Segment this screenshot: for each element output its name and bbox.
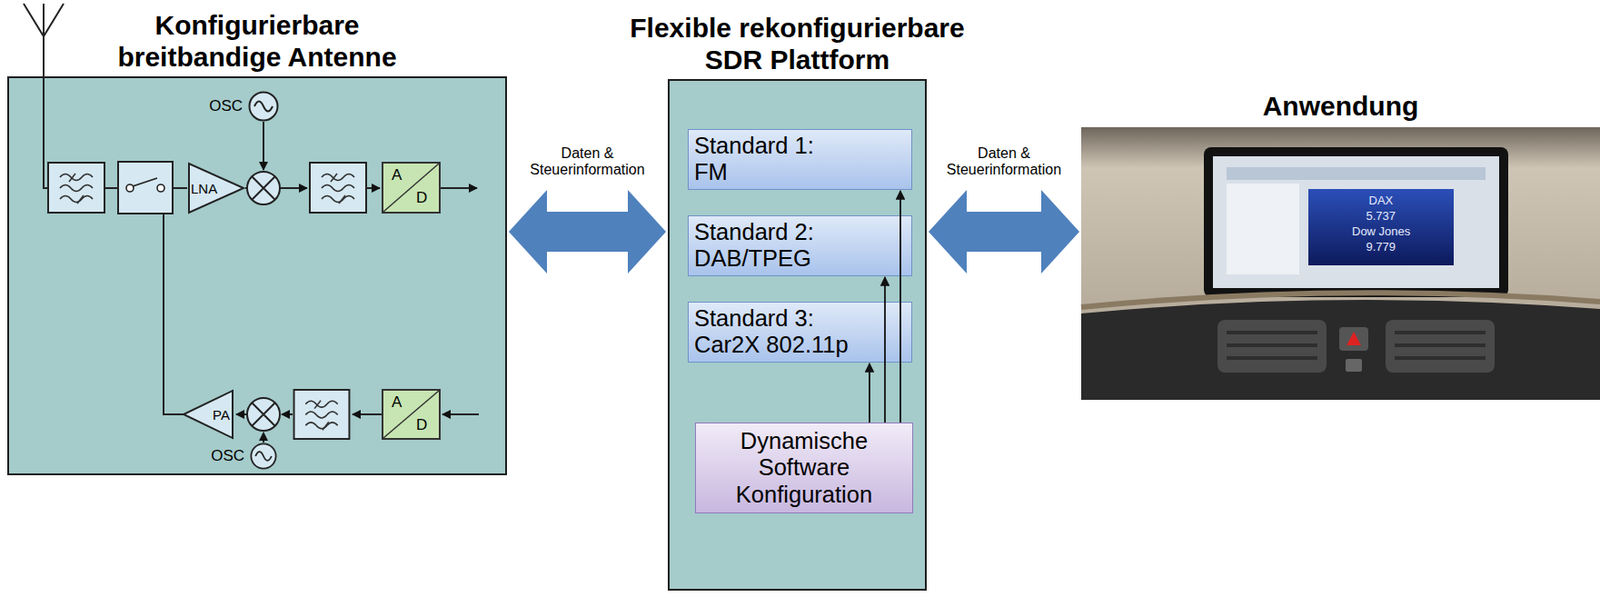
node-text: D xyxy=(416,188,428,208)
config-box: Dynamische Software Konfiguration xyxy=(695,422,914,514)
wire xyxy=(367,187,380,189)
group-panel: Flexible rekonfigurierbare SDR Plattform… xyxy=(667,79,927,591)
signal-wires xyxy=(23,3,479,443)
wire xyxy=(163,213,184,415)
standard-box: Standard 1: FM xyxy=(687,129,913,190)
node-text: Standard 3: Car2X 802.11p xyxy=(694,305,863,359)
node-text: Standard 1: FM xyxy=(694,132,826,187)
screen-text: 9.779 xyxy=(1366,240,1397,255)
wire xyxy=(442,413,479,416)
oscillator-circle: OSC xyxy=(249,442,278,470)
node-text: PA xyxy=(212,407,230,423)
config-arrow xyxy=(884,277,886,423)
node-text: Flexible rekonfigurierbare SDR Plattform xyxy=(616,12,980,76)
standard-box: Standard 2: DAB/TPEG xyxy=(687,215,913,277)
config-arrow xyxy=(899,190,902,423)
node-text: D xyxy=(416,416,428,435)
pa-amplifier: PA xyxy=(181,388,235,440)
node-text: Anwendung xyxy=(1204,90,1478,123)
edge-label: Daten & Steuerinformation xyxy=(935,145,1073,179)
node-text: OSC xyxy=(208,97,243,116)
node-text: LNA xyxy=(190,180,218,197)
data-arrow xyxy=(928,189,1080,274)
wire xyxy=(440,187,478,189)
node-text: Dynamische Software Konfiguration xyxy=(711,427,898,508)
antenna-symbol xyxy=(23,3,64,189)
data-arrow xyxy=(508,189,666,274)
ad-converter: AD xyxy=(381,161,441,214)
node-text: Standard 2: DAB/TPEG xyxy=(694,218,826,273)
oscillator-circle: OSC xyxy=(248,90,279,122)
wire xyxy=(236,413,248,416)
wire xyxy=(262,121,265,170)
node-text: A xyxy=(391,166,402,185)
filter-symbol xyxy=(309,162,367,213)
screen-text: 5.737 xyxy=(1366,209,1397,224)
wire xyxy=(352,413,382,416)
standard-box: Standard 3: Car2X 802.11p xyxy=(687,301,913,363)
mixer-symbol xyxy=(247,397,280,431)
wire xyxy=(279,187,308,189)
screen-text: DAX xyxy=(1369,194,1394,209)
wire xyxy=(172,187,188,189)
node-text: A xyxy=(391,393,402,412)
config-arrow xyxy=(868,363,871,423)
mixer-symbol xyxy=(247,171,280,205)
lna-amplifier: LNA xyxy=(187,161,246,215)
wire xyxy=(262,432,265,443)
oscillator-symbol xyxy=(248,90,279,122)
group-panel: Konfigurierbare breitbandige AntenneOSCL… xyxy=(7,76,507,476)
filter-symbol xyxy=(294,389,350,439)
oscillator-symbol xyxy=(249,442,278,470)
dashboard-photo xyxy=(1081,127,1600,400)
node-text: Konfigurierbare breitbandige Antenne xyxy=(84,9,430,73)
screen-text: Dow Jones xyxy=(1351,225,1411,239)
filter-symbol xyxy=(48,162,105,213)
ad-converter: AD xyxy=(381,388,441,440)
application-photo: Anwendung xyxy=(1081,127,1600,400)
edge-label: Daten & Steuerinformation xyxy=(519,145,656,179)
node-text: OSC xyxy=(210,447,245,466)
wire xyxy=(281,413,293,416)
wire xyxy=(105,187,119,189)
switch-symbol xyxy=(118,161,173,214)
wire xyxy=(245,187,248,189)
